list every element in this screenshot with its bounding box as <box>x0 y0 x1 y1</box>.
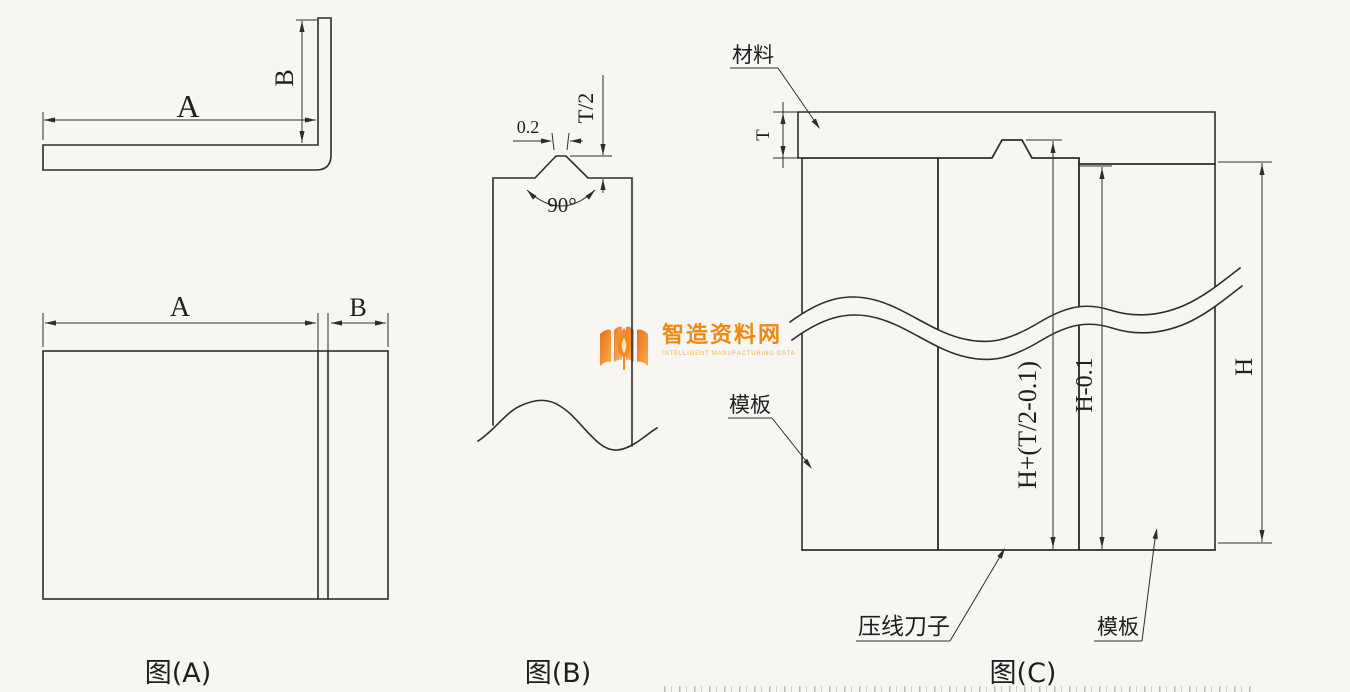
dim-tip-flat: 0.2 <box>517 117 540 137</box>
left-die-plate <box>801 157 939 551</box>
dim-a-body: A <box>170 292 191 323</box>
material-strip <box>797 111 1216 165</box>
dim-gauge-height: H-0.1 <box>1072 357 1098 412</box>
cropped-text-fragments <box>664 686 1254 692</box>
dim-b-flange: B <box>270 69 299 86</box>
dim-blade-height: H+(T/2-0.1) <box>1013 361 1042 489</box>
svg-text:模板: 模板 <box>729 393 771 417</box>
dim-tip-angle: 90° <box>547 193 576 217</box>
figure-a-bent-part: A B <box>42 17 332 171</box>
caption-figure-a: 图(A) <box>145 658 212 689</box>
dim-plate-height: H <box>1231 358 1258 376</box>
caption-figure-c: 图(C) <box>990 658 1057 689</box>
dim-material-thickness: T <box>753 129 774 141</box>
label-blade: 压线刀子 <box>856 546 1008 642</box>
figure-a-flat-blank: A B <box>42 292 389 600</box>
caption-figure-b: 图(B) <box>525 658 592 689</box>
svg-text:材料: 材料 <box>732 43 774 67</box>
dim-b-fold: B <box>349 293 366 322</box>
label-plate-right: 模板 <box>1094 527 1160 642</box>
figure-b-blade: 90° 0.2 T/2 <box>476 75 659 451</box>
dim-tip-height: T/2 <box>573 93 598 124</box>
break-band <box>790 268 1242 360</box>
svg-text:模板: 模板 <box>1097 615 1139 639</box>
label-plate-left: 模板 <box>728 393 815 471</box>
right-die-plate <box>1078 163 1216 551</box>
dim-a-width: A <box>176 88 199 124</box>
label-material: 材料 <box>730 43 823 131</box>
svg-text:压线刀子: 压线刀子 <box>858 614 950 640</box>
figure-c-assembly: T H+(T/2-0.1) H-0.1 H 材料 <box>728 43 1272 642</box>
